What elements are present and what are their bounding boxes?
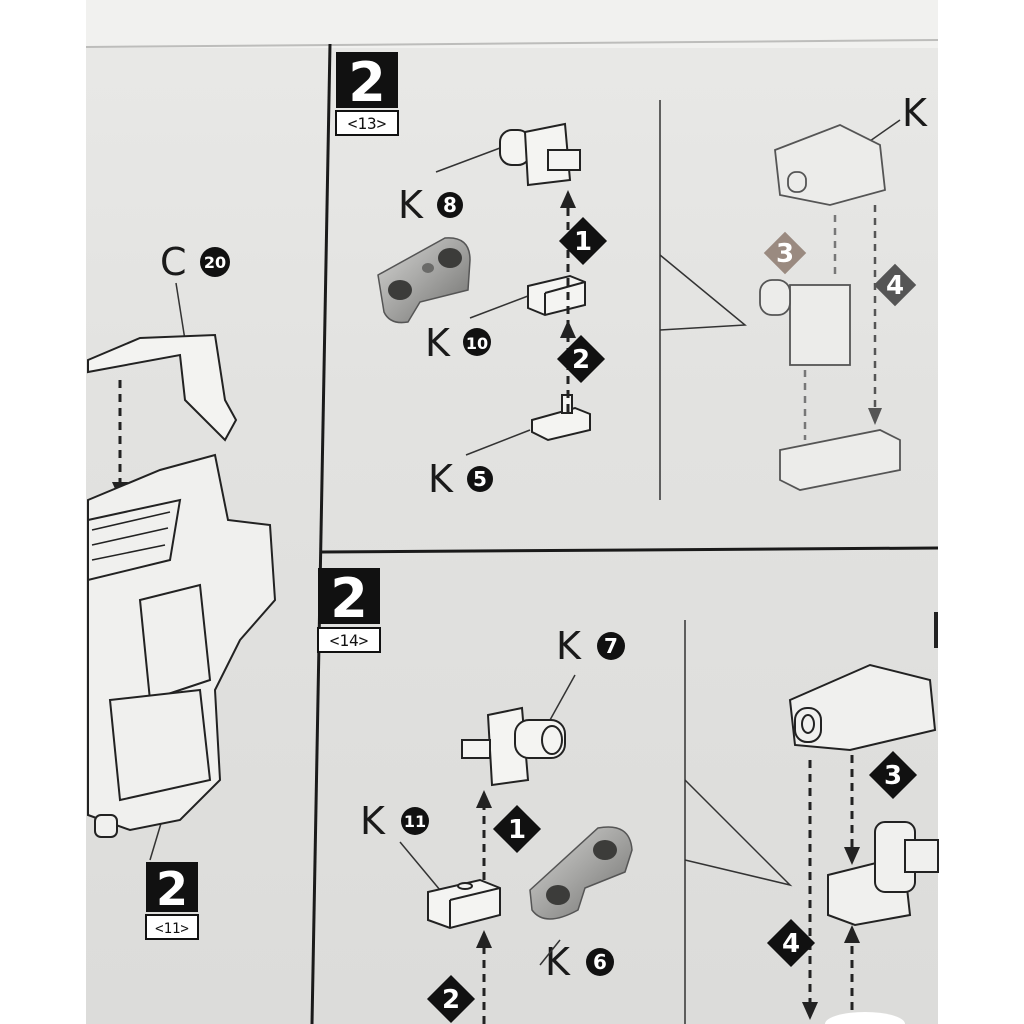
metal-piece-top [377,237,471,324]
svg-text:K: K [360,799,386,843]
svg-text:20: 20 [204,253,226,272]
svg-text:11: 11 [404,812,426,831]
arrow-1-bottom: 1 [492,804,542,854]
background-right [938,0,1024,1024]
subassembly-bottom-right [788,663,939,927]
label-c20: C 20 [160,240,230,284]
step-11-number: 2 [156,862,188,916]
step-13-badge: 2 <13> [335,51,399,136]
part-k11-drawing [427,878,501,930]
arrow-3-bottomright: 3 [868,750,918,800]
label-k-top-right: K [902,91,928,135]
svg-text:4: 4 [782,929,800,959]
svg-text:K: K [398,183,424,227]
svg-text:1: 1 [574,227,592,257]
step-11-sub: <11> [155,921,189,937]
label-k7: K 7 [556,624,625,668]
arrow-3-topright: 3 [763,231,807,275]
arrow-2-top: 2 [556,334,606,384]
svg-text:4: 4 [886,271,904,301]
body-assembly-drawing [87,453,277,838]
svg-text:5: 5 [473,467,487,491]
label-k6: K 6 [545,940,614,984]
svg-text:1: 1 [508,815,526,845]
label-k8: K 8 [398,183,463,227]
arrow-1-top: 1 [558,216,608,266]
part-c20-drawing [87,333,238,442]
part-k7-drawing [461,706,566,787]
label-k10: K 10 [425,321,491,365]
svg-text:3: 3 [884,761,902,791]
svg-text:K: K [556,624,582,668]
metal-piece-bottom [529,826,633,920]
svg-text:8: 8 [443,193,457,217]
svg-text:6: 6 [593,950,607,974]
svg-text:3: 3 [776,239,794,269]
part-k10-drawing [527,274,586,317]
step-14-badge: 2 <14> [317,567,381,653]
svg-text:C: C [160,240,187,284]
svg-text:K: K [428,457,454,501]
svg-text:2: 2 [572,345,590,375]
part-k5-drawing [531,394,591,442]
part-k8-drawing [499,122,581,187]
background-left [0,0,88,1024]
svg-text:2: 2 [442,985,460,1015]
step-13-number: 2 [348,51,386,114]
step-13-sub: <13> [348,114,387,133]
svg-text:10: 10 [466,334,488,353]
svg-text:K: K [545,940,571,984]
subassembly-top-right [759,124,901,491]
svg-text:K: K [425,321,451,365]
step-14-sub: <14> [330,631,369,650]
svg-text:7: 7 [604,634,618,658]
svg-text:K: K [902,91,928,135]
arrow-2-bottom: 2 [426,974,476,1024]
step-14-number: 2 [330,567,368,630]
arrow-4-topright: 4 [873,263,917,307]
step-11-badge: 2 <11> [145,862,199,940]
label-k5: K 5 [428,457,493,501]
label-k11: K 11 [360,799,429,843]
arrow-4-bottomright: 4 [766,918,816,968]
